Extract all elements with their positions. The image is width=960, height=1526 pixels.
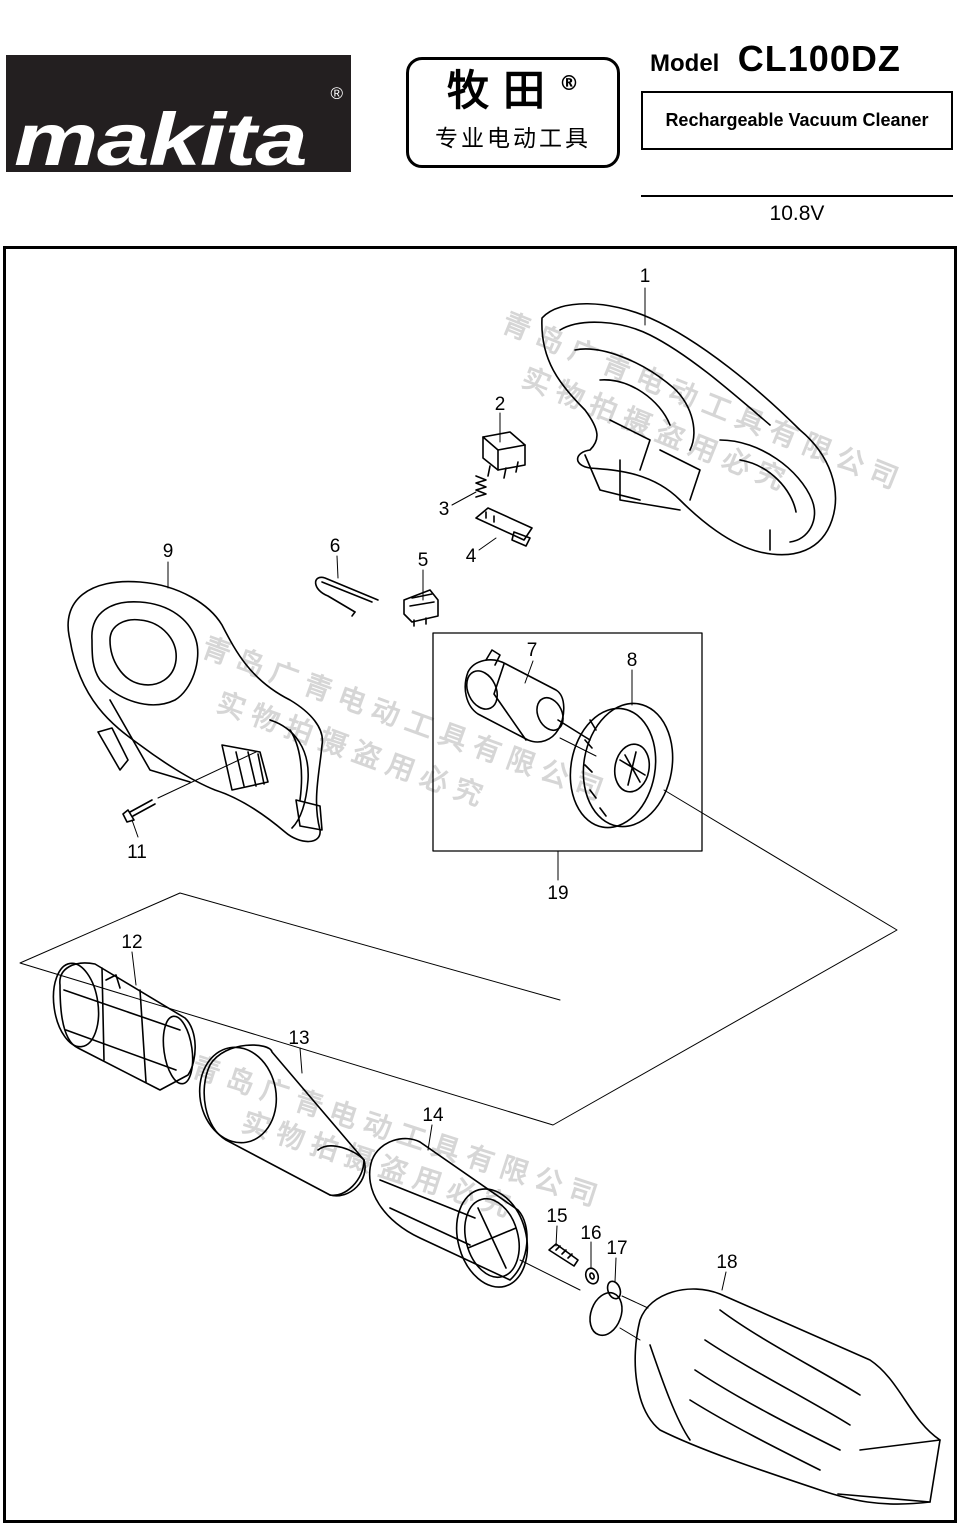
part-label-8: 8 bbox=[627, 650, 638, 671]
chinese-brand-subtitle: 专业电动工具 bbox=[435, 126, 591, 152]
part-label-2: 2 bbox=[495, 394, 506, 415]
part-label-6: 6 bbox=[330, 536, 341, 557]
leader-lines bbox=[131, 287, 727, 1291]
logo-wordmark: makita bbox=[14, 98, 308, 181]
product-name: Rechargeable Vacuum Cleaner bbox=[665, 110, 929, 130]
chinese-brand-registered-mark: ® bbox=[559, 71, 579, 95]
part-13-filter bbox=[198, 1044, 366, 1197]
watermark: 青岛广青电动工具有限公司 实物拍摄盗用必究 青岛广青电动工具有限公司 实物拍摄盗… bbox=[188, 306, 910, 1226]
part-label-14: 14 bbox=[422, 1105, 444, 1126]
part-14-filter-holder bbox=[368, 1137, 581, 1291]
chinese-brand-name: 牧田 bbox=[446, 66, 559, 115]
part-label-7: 7 bbox=[527, 640, 538, 661]
part-19-motor-fan-set bbox=[432, 632, 703, 852]
part-9-housing-set bbox=[67, 580, 324, 843]
part-label-18: 18 bbox=[716, 1252, 737, 1273]
voltage-divider bbox=[641, 195, 953, 197]
part-label-12: 12 bbox=[121, 932, 142, 953]
logo-registered-mark: ® bbox=[330, 84, 343, 103]
model-heading: Model CL100DZ bbox=[650, 38, 901, 80]
part-2-switch bbox=[482, 431, 526, 479]
assembly-guide-lines bbox=[19, 737, 898, 1126]
part-label-13: 13 bbox=[288, 1028, 309, 1049]
part-1-housing-half bbox=[541, 303, 837, 556]
part-label-11: 11 bbox=[127, 842, 147, 863]
part-8-fan bbox=[569, 702, 674, 829]
part-label-4: 4 bbox=[466, 546, 477, 567]
part-label-9: 9 bbox=[163, 541, 174, 562]
makita-logo: makita ® bbox=[6, 55, 351, 177]
part-12-pre-filter bbox=[52, 962, 196, 1091]
part-6-lead-wire bbox=[314, 576, 379, 617]
part-label-5: 5 bbox=[418, 550, 429, 571]
part-label-16: 16 bbox=[580, 1223, 601, 1244]
part-label-3: 3 bbox=[439, 499, 450, 520]
part-5-terminal bbox=[403, 589, 439, 627]
voltage-label: 10.8V bbox=[769, 202, 825, 225]
part-number-labels: 1 2 3 4 5 6 7 8 9 11 12 13 14 15 16 17 1… bbox=[121, 266, 737, 1273]
model-code: CL100DZ bbox=[737, 38, 901, 79]
part-4-switch-lever bbox=[475, 507, 533, 547]
part-11-tapping-screw bbox=[122, 751, 257, 823]
product-name-box: Rechargeable Vacuum Cleaner bbox=[641, 91, 953, 150]
part-16-washer bbox=[584, 1267, 600, 1285]
part-17-ring bbox=[589, 1280, 649, 1341]
part-18-front-cover bbox=[634, 1288, 941, 1505]
part-label-15: 15 bbox=[546, 1206, 567, 1227]
part-7-dc-motor bbox=[464, 649, 591, 743]
part-label-1: 1 bbox=[640, 266, 651, 287]
exploded-diagram-frame bbox=[3, 246, 957, 1523]
model-label: Model bbox=[650, 50, 720, 77]
part-label-17: 17 bbox=[606, 1238, 627, 1259]
part-label-19: 19 bbox=[547, 883, 568, 904]
part-15-screw bbox=[548, 1243, 579, 1267]
chinese-brand-box: 牧田® 专业电动工具 bbox=[406, 57, 620, 168]
part-3-spring bbox=[475, 475, 487, 498]
